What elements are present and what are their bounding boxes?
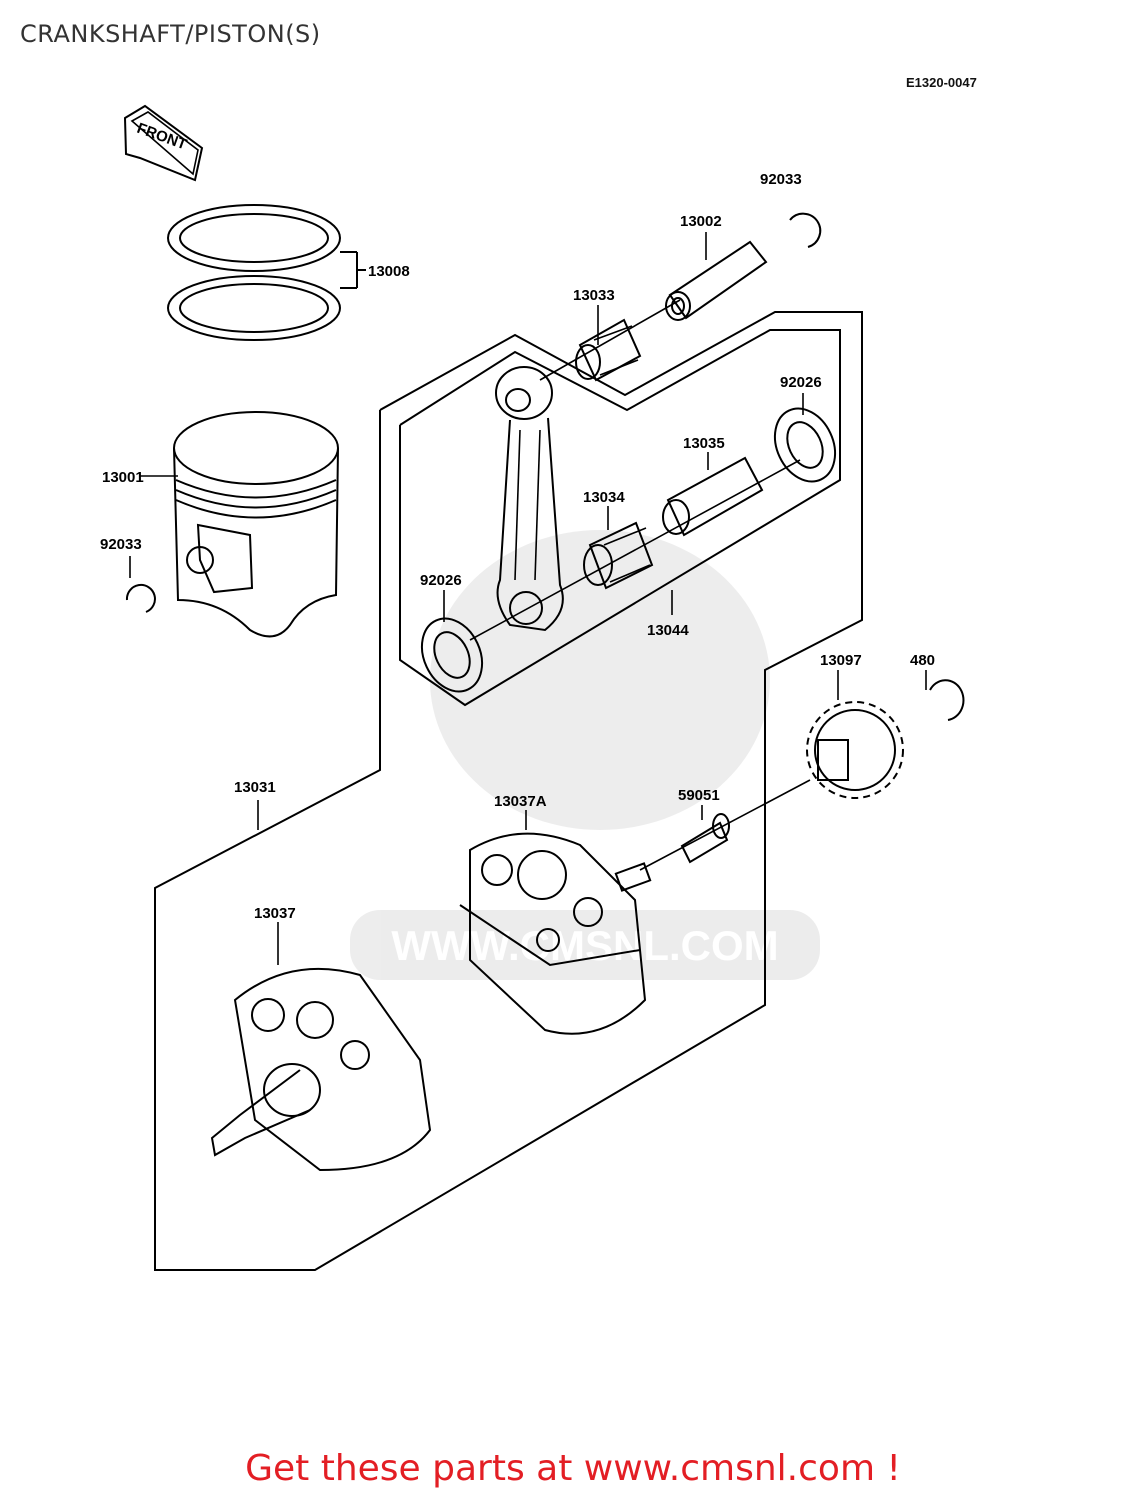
piston-pin	[665, 240, 768, 321]
woodruff-key	[680, 813, 730, 864]
circlip-left	[125, 584, 156, 613]
crank-web-13037A	[459, 832, 652, 1035]
thrust-washer-right	[773, 407, 837, 483]
part-label-13001: 13001	[102, 469, 144, 486]
diagram-code: E1320-0047	[906, 75, 977, 90]
part-label-92026-left: 92026	[420, 572, 462, 589]
part-label-92026-right: 92026	[780, 374, 822, 391]
piston	[173, 411, 339, 638]
watermark-text: WWW.CMSNL.COM	[391, 922, 778, 969]
part-label-13035: 13035	[683, 435, 725, 452]
watermark: WWW.CMSNL.COM	[350, 530, 820, 980]
part-label-13034: 13034	[583, 489, 625, 506]
circlip-top	[789, 212, 822, 248]
front-arrow-icon: FRONT	[123, 104, 204, 182]
part-label-92033-left: 92033	[100, 536, 142, 553]
part-label-13037: 13037	[254, 905, 296, 922]
part-label-480: 480	[910, 652, 935, 669]
footer-link[interactable]: Get these parts at www.cmsnl.com !	[245, 1448, 901, 1489]
leader-lines	[129, 232, 927, 965]
piston-rings	[167, 204, 366, 341]
part-label-13037A: 13037A	[494, 793, 547, 810]
thrust-washer-left	[420, 617, 484, 693]
primary-gear	[806, 701, 904, 799]
connecting-rod	[495, 366, 564, 632]
part-label-13044: 13044	[647, 622, 689, 639]
part-label-13031: 13031	[234, 779, 276, 796]
front-label: FRONT	[135, 120, 189, 154]
part-label-13008: 13008	[368, 263, 410, 280]
crank-web-13037	[210, 967, 432, 1172]
group-outline-13044	[399, 329, 841, 707]
page-title: CRANKSHAFT/PISTON(S)	[20, 20, 321, 48]
part-label-92033-top: 92033	[760, 171, 802, 188]
group-outline-13031	[154, 311, 863, 1271]
part-label-13002: 13002	[680, 213, 722, 230]
part-label-59051: 59051	[678, 787, 720, 804]
needle-bearing-13033	[575, 318, 642, 382]
part-labels: 13008 13001 92033 92033 13002 13033 9202…	[100, 171, 935, 922]
circlip-480	[929, 679, 965, 721]
part-label-13033: 13033	[573, 287, 615, 304]
part-label-13097: 13097	[820, 652, 862, 669]
needle-bearing-13034	[583, 521, 654, 590]
crank-pin	[662, 456, 764, 537]
